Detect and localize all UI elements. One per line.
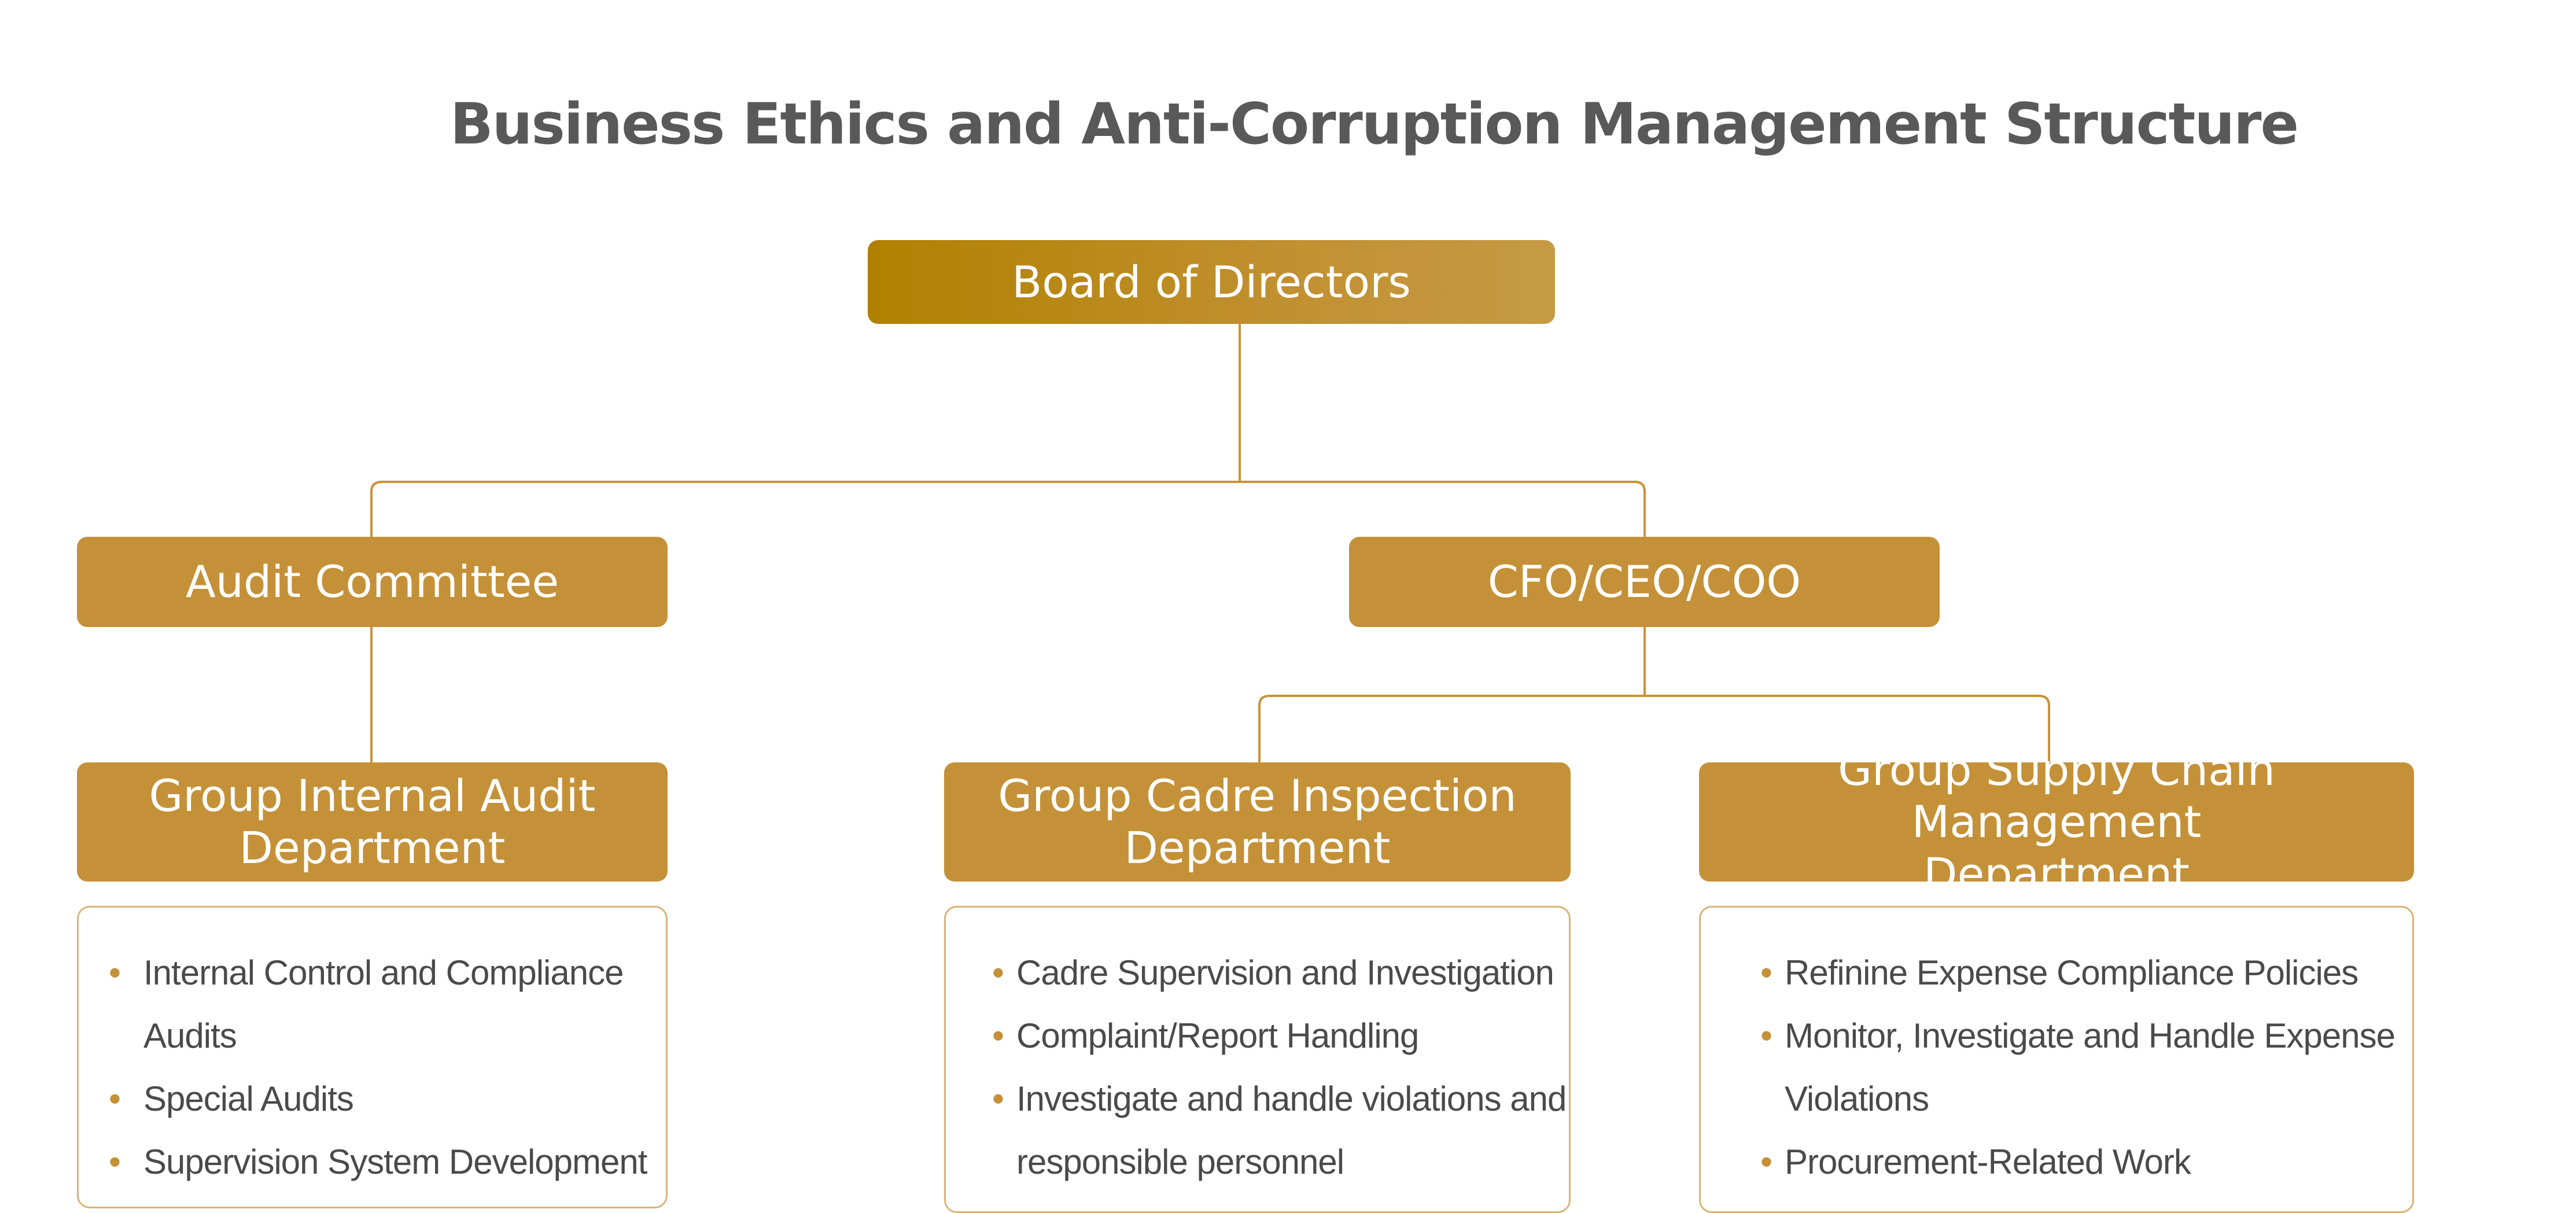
node-label: CFO/CEO/COO [1487,556,1801,607]
list-item: •Monitor, Investigate and Handle Expense [1760,1016,2396,1055]
node-label: Group Supply Chain Management Department [1838,744,2275,899]
page-title: Business Ethics and Anti-Corruption Mana… [450,91,2299,157]
node-executives: CFO/CEO/COO [1349,537,1940,627]
list-item: •Supervision System Development [109,1142,647,1181]
duties-supply-chain: •Refinine Expense Compliance Policies •M… [1699,906,2414,1213]
list-item: Violations [1785,1079,1929,1118]
node-label: Board of Directors [1012,256,1411,308]
node-audit-committee: Audit Committee [77,537,668,627]
list-item: •Internal Control and Compliance Audits [109,953,624,1055]
node-group-cadre-inspection: Group Cadre Inspection Department [944,762,1571,882]
list-item: responsible personnel [1016,1142,1344,1181]
node-label: Group Cadre Inspection Department [998,770,1517,873]
list-item: •Complaint/Report Handling [992,1016,1419,1055]
duties-internal-audit: •Internal Control and Compliance Audits … [77,906,668,1208]
node-label: Group Internal Audit Department [149,770,596,873]
node-group-internal-audit: Group Internal Audit Department [77,762,668,882]
node-board-of-directors: Board of Directors [868,240,1555,324]
list-item: •Investigate and handle violations and [992,1079,1567,1118]
connector-board-bus [370,481,1646,537]
node-group-supply-chain: Group Supply Chain Management Department [1699,744,2414,899]
duties-cadre-inspection: •Cadre Supervision and Investigation •Co… [944,906,1571,1213]
list-item: •Cadre Supervision and Investigation [992,953,1554,992]
list-item: •Refinine Expense Compliance Policies [1760,953,2358,992]
list-item: •Special Audits [109,1079,354,1118]
node-label: Audit Committee [185,556,559,607]
connector-exec-bus [1258,695,2050,762]
list-item: •Procurement-Related Work [1760,1142,2191,1181]
